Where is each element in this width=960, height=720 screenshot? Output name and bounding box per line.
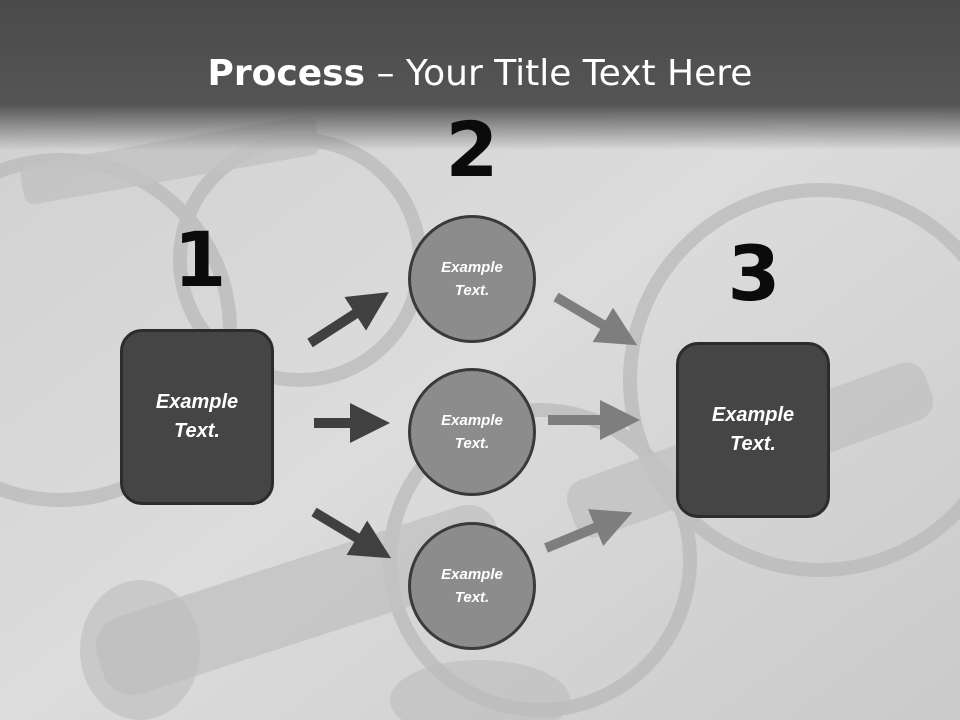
arrow-from-top-circle: [553, 292, 638, 346]
step-2-circle-top: Example Text.: [408, 215, 536, 343]
step-3-box: Example Text.: [676, 342, 830, 518]
step-1-box: Example Text.: [120, 329, 274, 505]
slide-title: Process – Your Title Text Here: [0, 52, 960, 96]
step-2-circle-bottom: Example Text.: [408, 522, 536, 650]
arrow-to-bottom-circle: [311, 507, 392, 559]
step-2-circle-middle: Example Text.: [408, 368, 536, 496]
step-number-1: 1: [173, 215, 227, 304]
title-rest: – Your Title Text Here: [365, 53, 753, 94]
title-bold: Process: [207, 53, 366, 94]
arrow-from-bottom-circle: [544, 509, 633, 553]
arrow-to-top-circle: [307, 292, 389, 348]
step-number-2: 2: [445, 105, 499, 194]
step-number-3: 3: [727, 229, 781, 318]
title-bar: [0, 0, 960, 150]
